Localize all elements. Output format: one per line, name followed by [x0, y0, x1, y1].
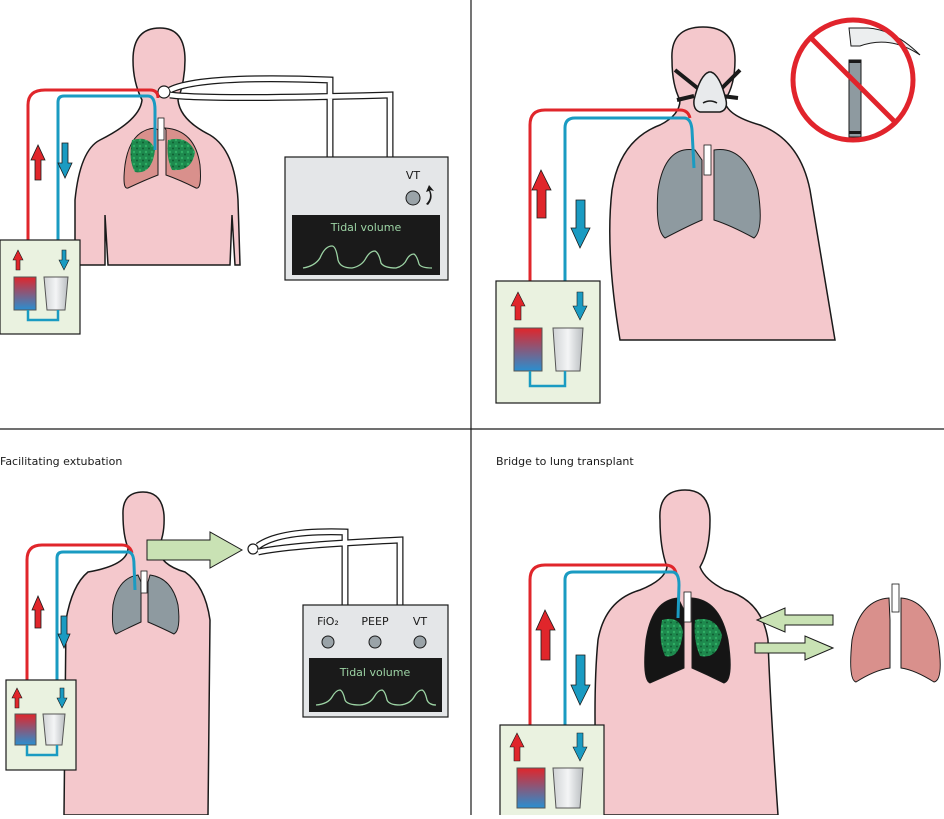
arterial-line [25, 543, 134, 690]
pump [552, 327, 584, 372]
trachea [157, 117, 165, 141]
removed-trach-tube-connector [247, 543, 259, 555]
pump [42, 713, 66, 746]
patient-body [63, 491, 211, 816]
ventilator-screen [309, 658, 442, 712]
patient-body [594, 489, 779, 816]
prohibition-circle [790, 17, 916, 143]
venous-line [563, 570, 681, 815]
screen-label: Tidal volume [330, 221, 402, 234]
panel-title-facilitating-extubation: Facilitating extubation [0, 455, 123, 468]
pump [552, 767, 584, 809]
mask-strap [673, 68, 742, 102]
arterial-flow-arrow [531, 169, 552, 219]
vt-knob [405, 190, 421, 206]
venous-flow-arrow [57, 142, 73, 179]
venous-flow-arrow [570, 654, 591, 706]
prohibition-slash [809, 36, 897, 124]
donor-lungs [850, 583, 941, 683]
trachea [683, 591, 692, 623]
knob-label-vt: VT [413, 615, 428, 628]
oxygenator [513, 327, 543, 372]
venous-line [56, 94, 157, 275]
knob-label-fio2: FiO₂ [317, 615, 339, 628]
panel-top-left: VT Tidal volume [0, 27, 449, 335]
oxygenator [13, 276, 37, 311]
removal-out-arrow [754, 635, 835, 661]
arterial-flow-arrow [535, 609, 556, 661]
ecmo-circuit-box [495, 280, 601, 404]
consolidation-right [167, 138, 195, 171]
consolidation-left [660, 618, 683, 657]
panel-title-bridge-to-lung-transplant: Bridge to lung transplant [496, 455, 634, 468]
laryngoscope-blade [848, 27, 921, 56]
venous-flow-arrow [570, 199, 591, 249]
screen-label: Tidal volume [339, 666, 411, 679]
panel-top-right [495, 17, 921, 404]
vt-knob [413, 635, 427, 649]
non-invasive-mask [693, 71, 728, 113]
no-intubation-sign [790, 17, 921, 143]
transplant-in-arrow [755, 607, 834, 633]
fio2-knob [321, 635, 335, 649]
pump [43, 276, 69, 311]
panel-bottom-left: FiO₂ PEEP VT Tidal volume [5, 491, 449, 816]
extubation-arrow [146, 531, 244, 569]
consolidation-right [694, 619, 722, 657]
tidal-volume-waveform [315, 689, 437, 706]
consolidation-left [130, 138, 155, 173]
lung-left [656, 149, 703, 239]
ventilator-screen [292, 215, 440, 275]
venous-flow-arrow [57, 615, 71, 650]
arterial-line [528, 108, 692, 400]
venous-line [563, 116, 696, 400]
arterial-flow-arrow [31, 594, 45, 629]
peep-knob [368, 635, 382, 649]
tidal-volume-waveform [302, 245, 433, 269]
lung-right [713, 149, 761, 239]
lung-right [147, 574, 180, 635]
knob-label-peep: PEEP [361, 615, 389, 628]
trachea [140, 570, 148, 594]
oxygenator [516, 767, 546, 809]
arterial-line [528, 563, 678, 815]
oxygenator [14, 713, 37, 746]
arterial-flow-arrow [30, 144, 46, 181]
arterial-line [26, 88, 160, 275]
venous-line [55, 550, 137, 690]
trach-tube-connector [157, 85, 171, 99]
increase-arrow-icon [426, 185, 434, 205]
laryngoscope-handle [848, 59, 862, 138]
panel-bottom-right [499, 489, 941, 819]
knob-label-vt: VT [406, 169, 421, 182]
trachea [703, 144, 712, 176]
